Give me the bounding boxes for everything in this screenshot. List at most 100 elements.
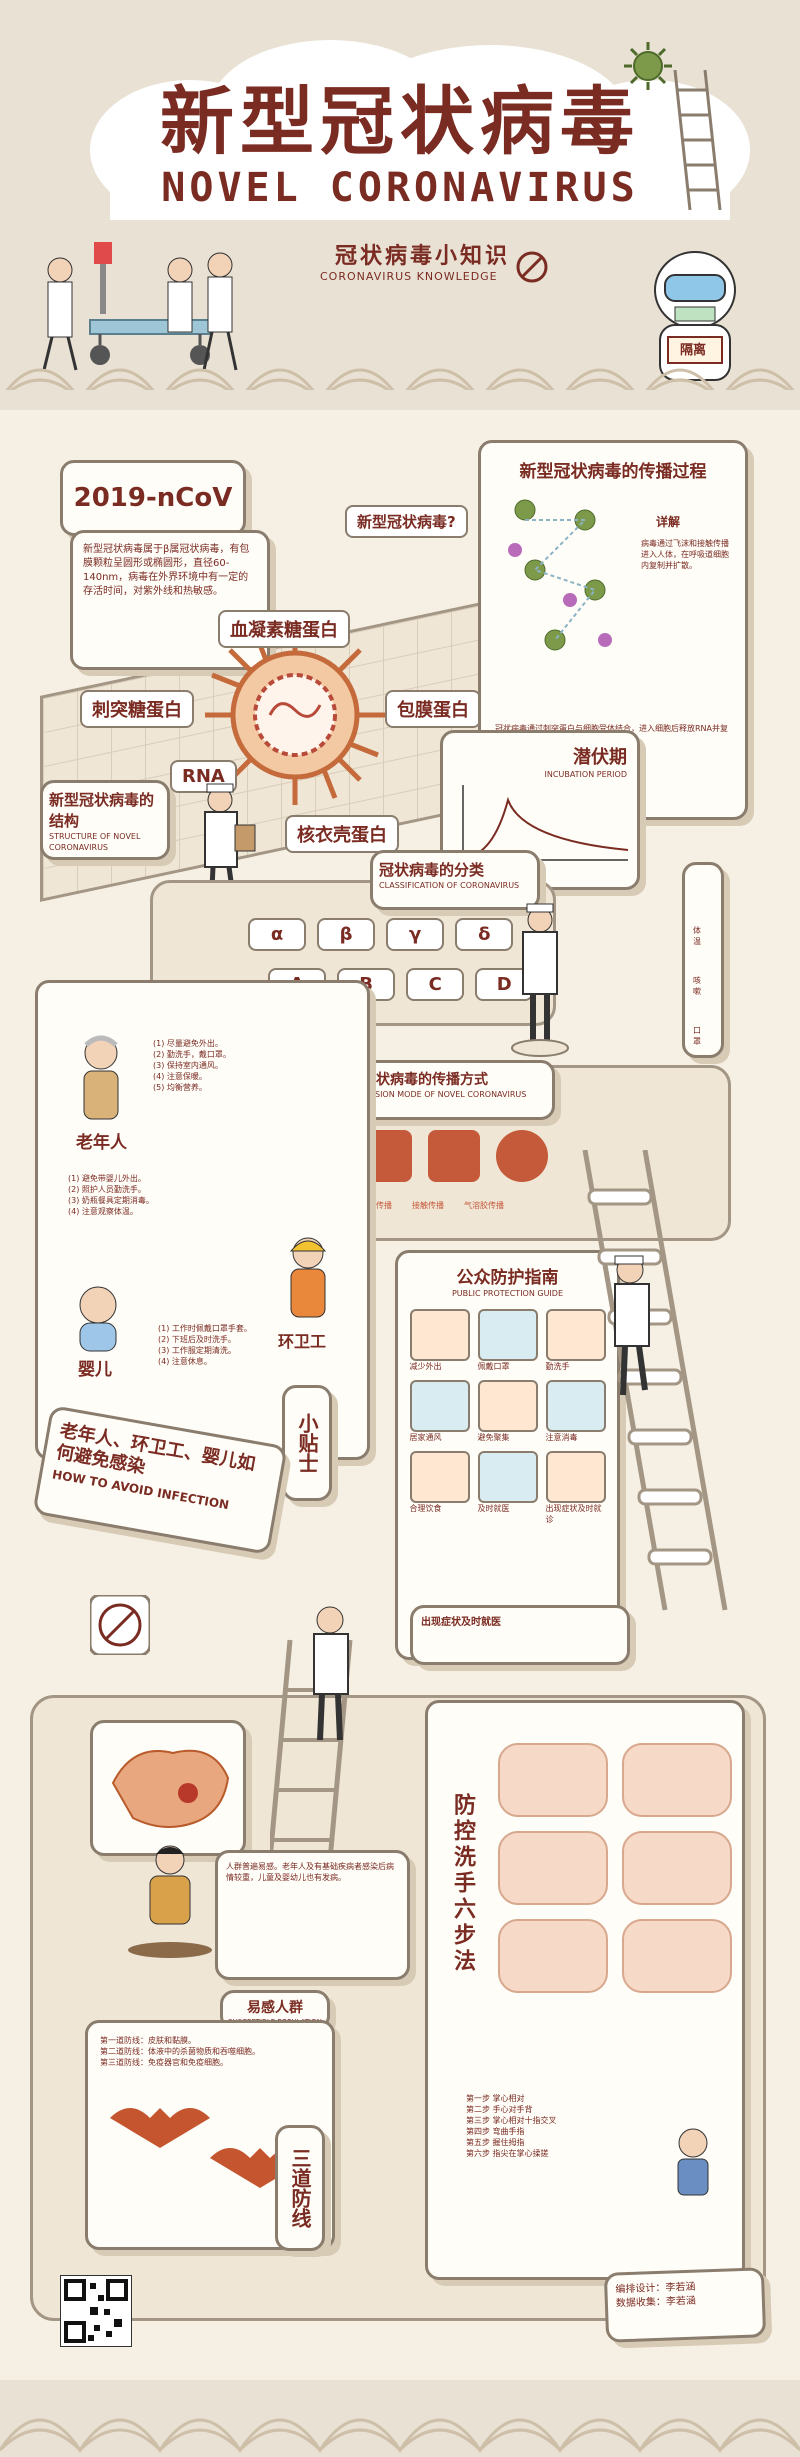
handwash-steps-text: 第一步 掌心相对 第二步 手心对手背 第三步 掌心相对十指交叉 第四步 弯曲手指… bbox=[466, 2093, 636, 2159]
routes-subtitle: TRANSMISSION MODE OF NOVEL CORONAVIRUS bbox=[334, 1090, 527, 1099]
baby-illustration bbox=[79, 1286, 117, 1352]
elderly-label: 老年人 bbox=[76, 1133, 127, 1153]
ncov-code: 2019-nCoV bbox=[73, 483, 233, 513]
handwash-child bbox=[677, 2128, 709, 2196]
ladder-with-doctor bbox=[582, 1150, 728, 1611]
classification-title: 冠状病毒的分类 bbox=[379, 861, 485, 879]
cleaner-tip: (1) 工作时佩戴口罩手套。 bbox=[158, 1324, 252, 1333]
greek-beta: β bbox=[317, 918, 376, 951]
handwash-card: 防控洗手六步法 第一步 掌心相对 第二步 手心对手背 第三步 掌心相对十指交叉 … bbox=[425, 1700, 745, 2280]
wave-divider-bottom bbox=[0, 2418, 800, 2453]
elderly-tips: (1) 尽量避免外出。 (2) 勤洗手，戴口罩。 (3) 保持室内通风。 (4)… bbox=[153, 1038, 353, 1093]
hand-step-1 bbox=[498, 1743, 608, 1817]
elderly-tip: (2) 勤洗手，戴口罩。 bbox=[153, 1050, 231, 1059]
greek-delta: δ bbox=[455, 918, 514, 951]
baby-tip: (4) 注意观察体温。 bbox=[68, 1207, 138, 1216]
elderly-tip: (1) 尽量避免外出。 bbox=[153, 1039, 223, 1048]
envelope-label: 包膜蛋白 bbox=[385, 690, 481, 728]
hotline-text: 出现症状及时就医 bbox=[421, 1617, 501, 1628]
cleaner-tip: (4) 注意休息。 bbox=[158, 1357, 212, 1366]
structure-title: 新型冠状病毒的结构 bbox=[49, 791, 155, 830]
guide-tile: 佩戴口罩 bbox=[477, 1309, 538, 1372]
susceptible-label: 易感人群 bbox=[247, 2000, 303, 2016]
step-text: 第四步 弯曲手指 bbox=[466, 2127, 525, 2136]
step-text: 第六步 指尖在掌心揉搓 bbox=[466, 2149, 549, 2158]
incubation-title: 潜伏期 bbox=[573, 747, 627, 768]
route-aerosol-label: 气溶胶传播 bbox=[464, 1201, 504, 1210]
cleaner-tips: (1) 工作时佩戴口罩手套。 (2) 下班后及时洗手。 (3) 工作服定期清洗。… bbox=[158, 1323, 268, 1367]
guide-tile: 出现症状及时就诊 bbox=[545, 1451, 606, 1525]
elderly-tip: (3) 保持室内通风。 bbox=[153, 1061, 223, 1070]
susceptible-text: 人群普遍易感。老年人及有基础疾病者感染后病情较重，儿童及婴幼儿也有发病。 bbox=[226, 1862, 394, 1882]
guide-tile: 避免聚集 bbox=[477, 1380, 538, 1443]
public-guide-subtitle: PUBLIC PROTECTION GUIDE bbox=[451, 1289, 564, 1298]
cleaner-illustration bbox=[289, 1237, 327, 1318]
tips-card: 老年人 (1) 尽量避免外出。 (2) 勤洗手，戴口罩。 (3) 保持室内通风。… bbox=[35, 980, 370, 1460]
guide-tile: 注意消毒 bbox=[545, 1380, 606, 1443]
medical-team-illustration bbox=[42, 242, 238, 371]
public-guide-card: 公众防护指南 PUBLIC PROTECTION GUIDE 减少外出 佩戴口罩… bbox=[395, 1250, 620, 1660]
spike-label: 刺突糖蛋白 bbox=[80, 690, 194, 728]
page-title: 新型冠状病毒 bbox=[160, 79, 640, 165]
symbol-c: C bbox=[406, 968, 465, 1001]
page-subtitle: NOVEL CORONAVIRUS bbox=[161, 165, 639, 211]
ladder-icon bbox=[673, 70, 722, 210]
guide-tile: 居家通风 bbox=[409, 1380, 470, 1443]
qr-code bbox=[60, 2275, 132, 2347]
no-virus-icon bbox=[516, 251, 548, 283]
mask-sign: 隔离 bbox=[680, 343, 707, 358]
defense-label: 三道防线 bbox=[275, 2125, 325, 2251]
side-item-mask: 口罩 bbox=[693, 1026, 701, 1046]
step-text: 第三步 掌心相对十指交叉 bbox=[466, 2116, 557, 2125]
defense-line: 第三道防线：免疫器官和免疫细胞。 bbox=[100, 2058, 228, 2067]
hazmat-character bbox=[654, 251, 736, 381]
detail-label: 详解 bbox=[656, 515, 681, 529]
handwash-title: 防控洗手六步法 bbox=[450, 1793, 475, 1975]
seated-person bbox=[128, 1845, 212, 1958]
routes-icons bbox=[360, 1130, 560, 1200]
wave-divider-top bbox=[5, 368, 795, 390]
guide-tile: 合理饮食 bbox=[409, 1451, 470, 1525]
hand-step-6 bbox=[622, 1919, 732, 1993]
side-item-temp: 体温 bbox=[693, 926, 701, 946]
baby-tip: (3) 奶瓶餐具定期消毒。 bbox=[68, 1196, 154, 1205]
transmission-process-title: 新型冠状病毒的传播过程 bbox=[519, 462, 707, 482]
greek-gamma: γ bbox=[386, 918, 445, 951]
step-text: 第一步 掌心相对 bbox=[466, 2094, 525, 2103]
transmission-diagram bbox=[508, 499, 612, 651]
defense-line: 第一道防线：皮肤和黏膜。 bbox=[100, 2036, 196, 2045]
nCoV-badge: 2019-nCoV bbox=[60, 460, 246, 536]
hotline-banner: 出现症状及时就医 bbox=[410, 1605, 630, 1665]
hemagglutinin-label: 血凝素糖蛋白 bbox=[218, 610, 350, 648]
public-guide-grid: 减少外出 佩戴口罩 勤洗手 居家通风 避免聚集 注意消毒 合理饮食 及时就医 出… bbox=[408, 1309, 607, 1525]
step-text: 第二步 手心对手背 bbox=[466, 2105, 533, 2114]
route-contact-label: 接触传播 bbox=[412, 1201, 444, 1210]
hand-step-2 bbox=[622, 1743, 732, 1817]
routes-labels: 直接传播 接触传播 气溶胶传播 bbox=[360, 1200, 600, 1211]
transmission-text-a: 病毒通过飞沫和接触传播进入人体，在呼吸道细胞内复制并扩散。 bbox=[641, 539, 729, 570]
nucleocapsid-label: 核衣壳蛋白 bbox=[285, 815, 399, 853]
defense-line: 第二道防线：体液中的杀菌物质和吞噬细胞。 bbox=[100, 2047, 260, 2056]
knowledge-title: 冠状病毒小知识 bbox=[335, 244, 511, 269]
routes-title: 新型冠状病毒的传播方式 bbox=[334, 1072, 488, 1088]
susceptible-card: 人群普遍易感。老年人及有基础疾病者感染后病情较重，儿童及婴幼儿也有发病。 bbox=[215, 1850, 410, 1980]
china-map bbox=[111, 1749, 230, 1828]
virus-icon bbox=[624, 42, 672, 90]
baby-tip: (1) 避免带婴儿外出。 bbox=[68, 1174, 146, 1183]
elderly-illustration bbox=[83, 1035, 119, 1120]
coronavirus-icon bbox=[205, 625, 385, 805]
incubation-subtitle: INCUBATION PERIOD bbox=[544, 770, 627, 779]
intro-text: 新型冠状病毒属于β属冠状病毒，有包膜颗粒呈圆形或椭圆形，直径60-140nm，病… bbox=[83, 544, 250, 597]
route-direct-label: 直接传播 bbox=[360, 1201, 392, 1210]
side-panel: 体温 咳嗽 口罩 bbox=[682, 862, 724, 1058]
credits-card: 编排设计：李若涵 数据收集：李若涵 bbox=[603, 2267, 767, 2343]
greek-alpha: α bbox=[248, 918, 306, 951]
handwash-steps bbox=[498, 1743, 732, 1993]
greek-list: α β γ δ bbox=[245, 915, 535, 954]
no-bat-icon bbox=[90, 1595, 150, 1655]
guide-tile: 勤洗手 bbox=[545, 1309, 606, 1372]
left-ladder-doctor bbox=[270, 1606, 353, 1860]
hand-step-3 bbox=[498, 1831, 608, 1905]
public-guide-title: 公众防护指南 bbox=[456, 1268, 559, 1288]
aerosol-route-icon bbox=[496, 1130, 548, 1182]
